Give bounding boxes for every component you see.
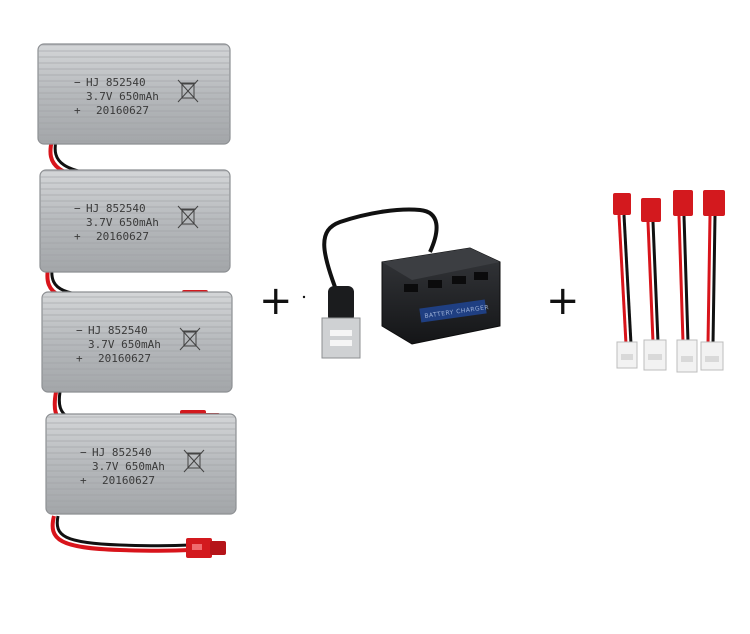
- svg-text:+: +: [76, 352, 83, 365]
- svg-text:+: +: [74, 104, 81, 117]
- usb-plug: [321, 286, 361, 359]
- battery-model: HJ 852540: [86, 76, 146, 89]
- battery-model: HJ 852540: [92, 446, 152, 459]
- battery-model: HJ 852540: [86, 202, 146, 215]
- svg-text:+: +: [74, 230, 81, 243]
- battery-date: 20160627: [102, 474, 155, 487]
- plus-sign: +: [259, 278, 293, 324]
- adapter-cable-1: [613, 193, 638, 369]
- battery-pack-2: HJ 852540 3.7V 650mAh 20160627 − +: [39, 169, 231, 310]
- battery-model: HJ 852540: [88, 324, 148, 337]
- battery-date: 20160627: [96, 230, 149, 243]
- svg-text:−: −: [74, 202, 81, 215]
- recycle-bin-icon: [183, 449, 205, 473]
- charger-hub: BATTERY CHARGER: [381, 247, 501, 345]
- svg-text:+: +: [80, 474, 87, 487]
- adapter-cable-3: [673, 190, 698, 373]
- usb-charger: BATTERY CHARGER: [321, 207, 501, 359]
- svg-text:−: −: [80, 446, 87, 459]
- svg-text:−: −: [74, 76, 81, 89]
- battery-date: 20160627: [96, 104, 149, 117]
- battery-spec: 3.7V 650mAh: [86, 90, 159, 103]
- adapter-cable-2: [641, 198, 667, 371]
- plus-sign: +: [546, 278, 580, 324]
- battery-pack-4: HJ 852540 3.7V 650mAh 20160627 − +: [45, 413, 237, 558]
- adapter-cables: [613, 190, 725, 373]
- svg-text:−: −: [76, 324, 83, 337]
- battery-spec: 3.7V 650mAh: [92, 460, 165, 473]
- recycle-bin-icon: [179, 327, 201, 351]
- adapter-cable-4: [700, 190, 725, 371]
- battery-pack-1: HJ 852540 3.7V 650mAh 20160627 − +: [37, 43, 231, 196]
- battery-date: 20160627: [98, 352, 151, 365]
- battery-spec: 3.7V 650mAh: [88, 338, 161, 351]
- red-connector: [186, 538, 226, 558]
- battery-spec: 3.7V 650mAh: [86, 216, 159, 229]
- recycle-bin-icon: [177, 205, 199, 229]
- battery-pack-3: HJ 852540 3.7V 650mAh 20160627 − +: [41, 291, 233, 433]
- recycle-bin-icon: [177, 79, 199, 103]
